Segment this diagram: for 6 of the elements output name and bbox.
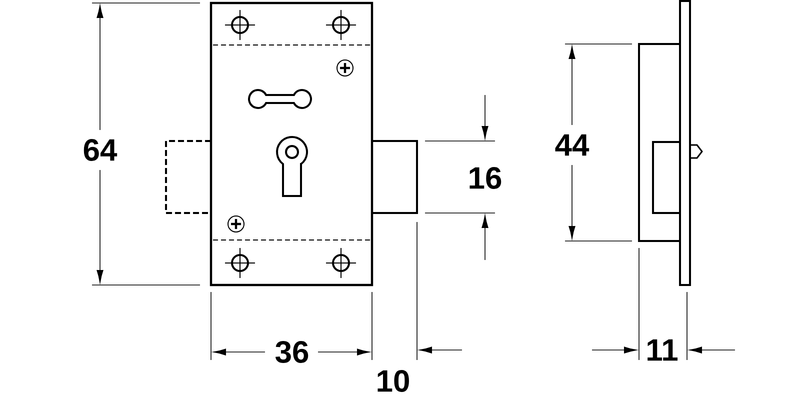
dimension-label: 11	[648, 339, 678, 361]
dimension-label: 36	[275, 341, 308, 363]
dimension-label: 44	[555, 134, 590, 156]
dimension-label: 10	[378, 370, 409, 392]
dimension-label: 16	[470, 167, 502, 189]
dimension-label: 64	[84, 139, 118, 161]
